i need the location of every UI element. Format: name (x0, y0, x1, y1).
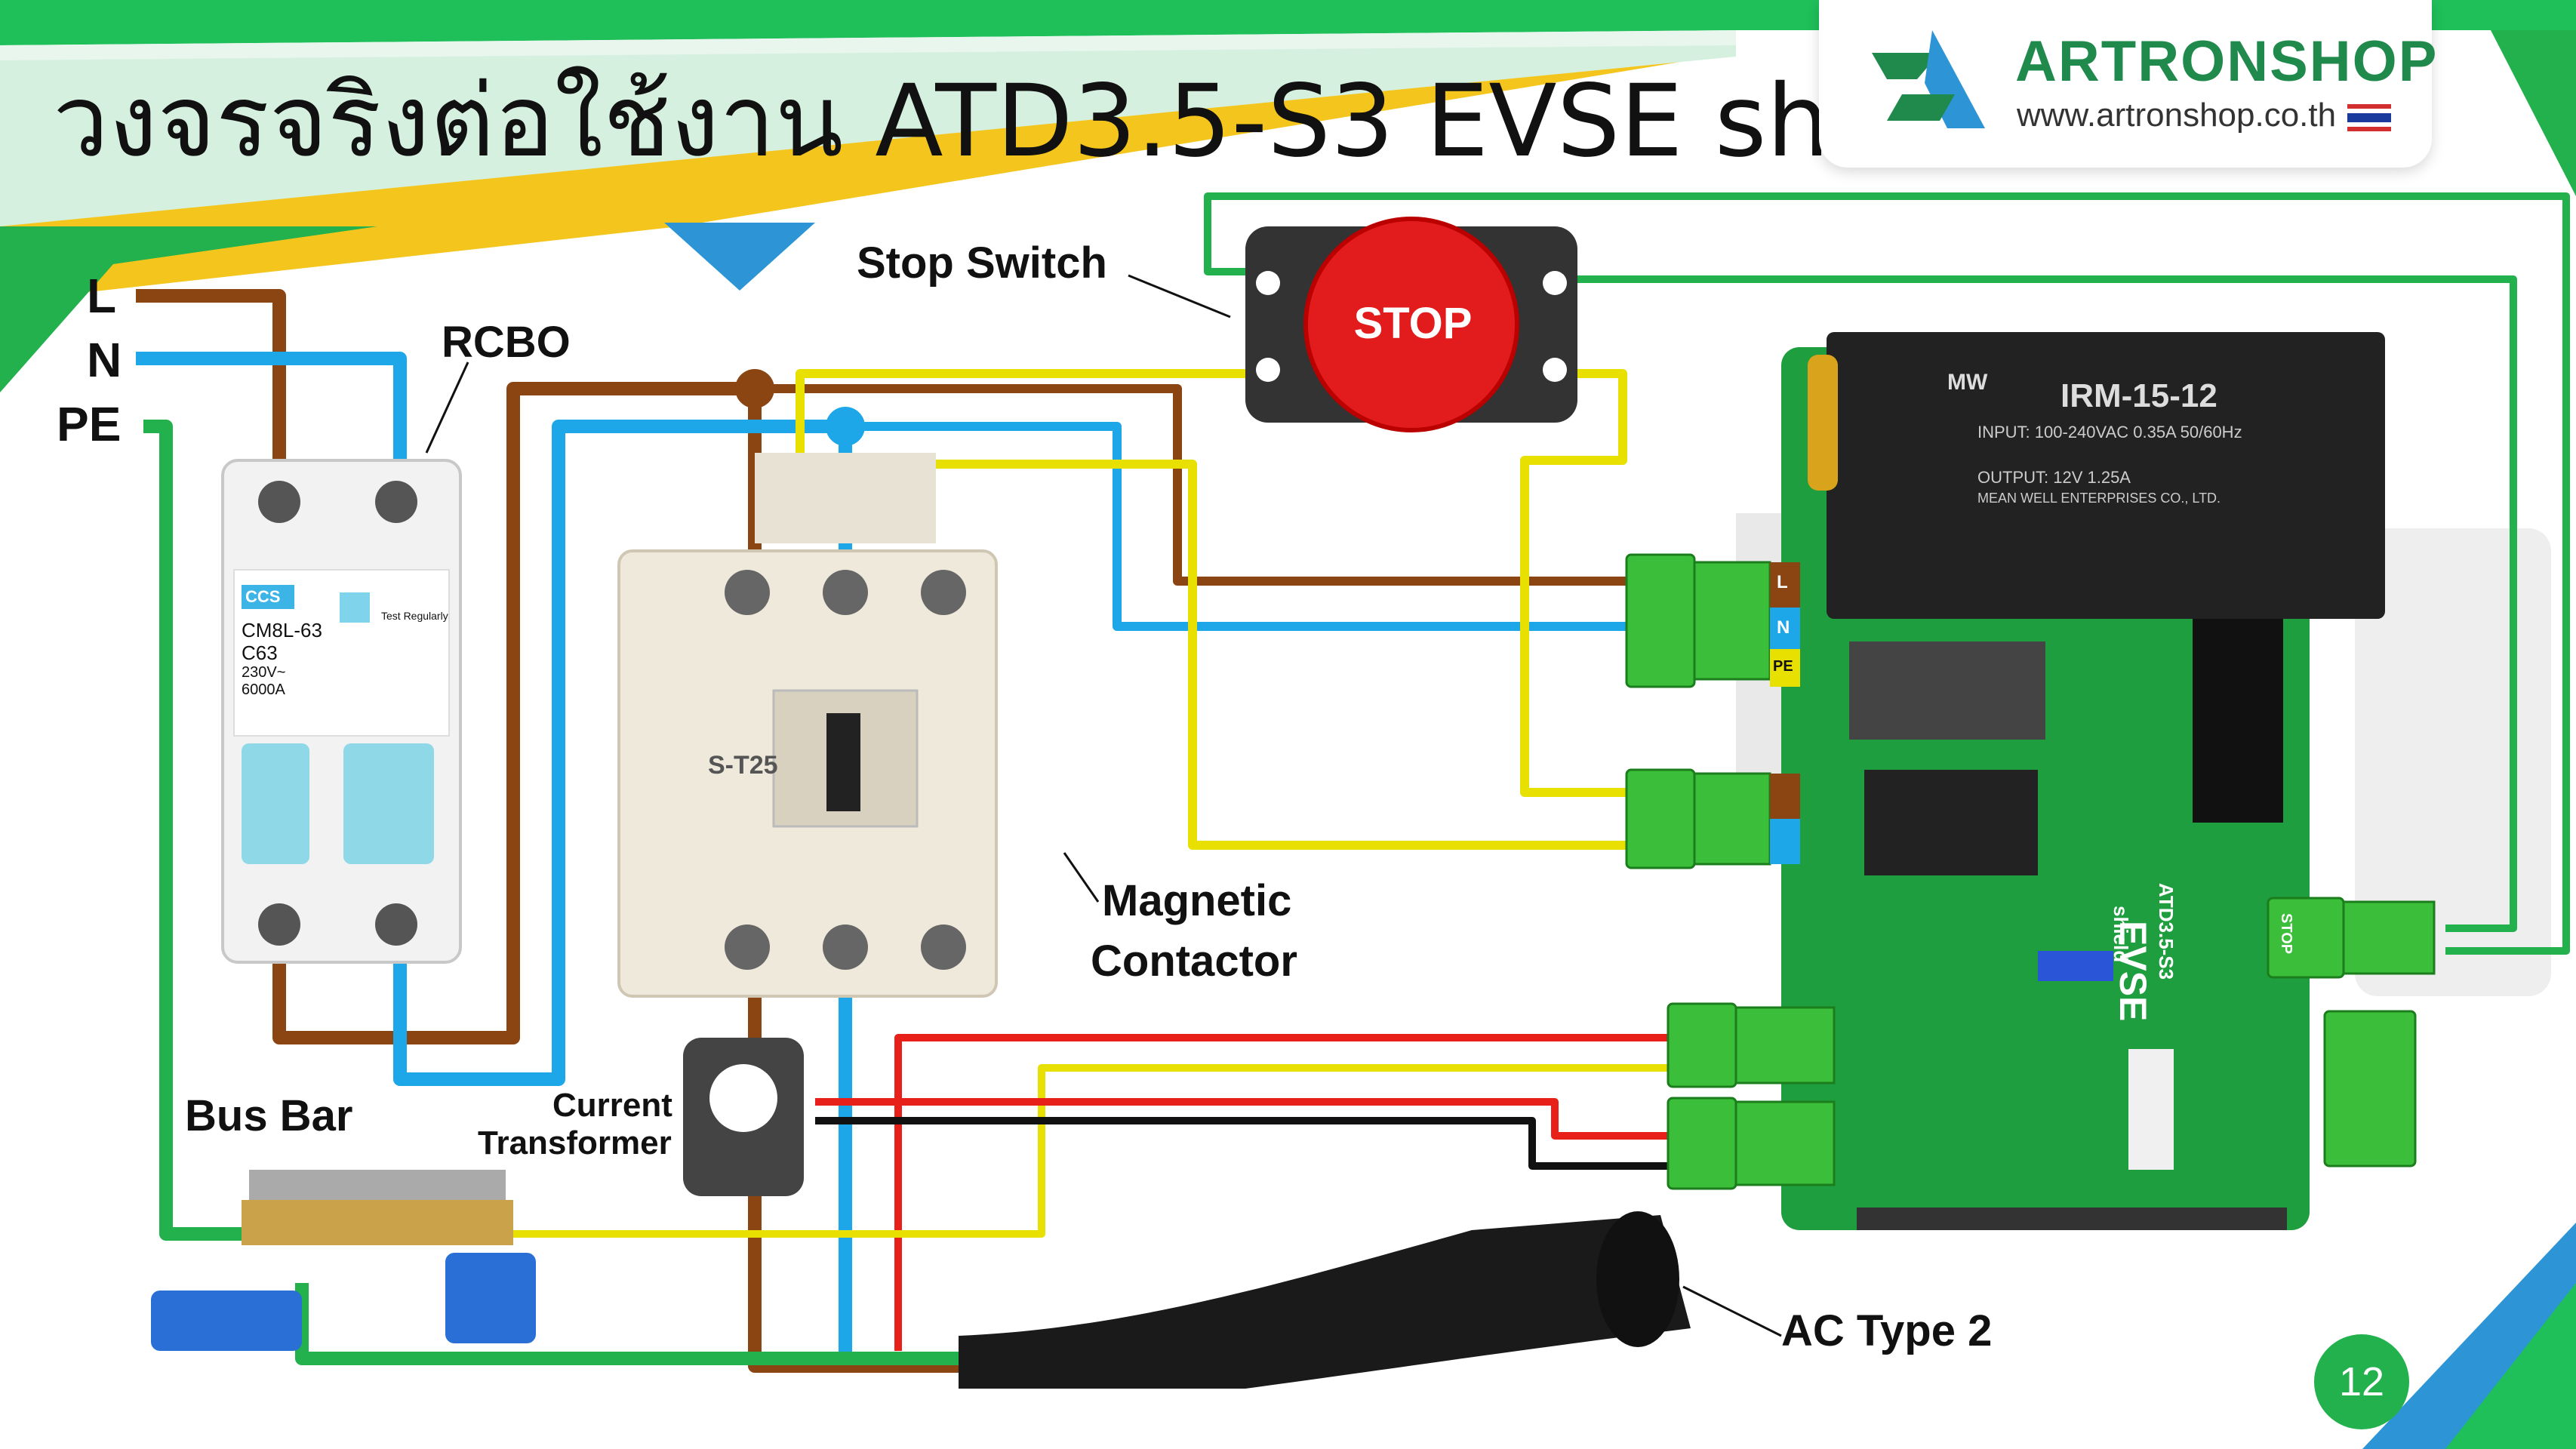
psu-output: OUTPUT: 12V 1.25A (1977, 468, 2131, 487)
stop-switch-label: Stop Switch (857, 238, 1107, 288)
magnetic-contactor-label-1: Magnetic (1102, 876, 1292, 925)
psu-model: IRM-15-12 (2060, 377, 2217, 414)
wire-ct-red (815, 1098, 1676, 1140)
board-model: ATD3.5-S3 (2155, 883, 2177, 980)
psu-maker: MEAN WELL ENTERPRISES CO., LTD. (1977, 491, 2221, 506)
stop-button-text: STOP (1353, 299, 1473, 348)
rcbo-rating: C63 (242, 641, 278, 664)
magnetic-contactor-label-2: Contactor (1091, 937, 1297, 986)
wires (136, 192, 2570, 1373)
junction-blue (826, 407, 865, 446)
stop-switch-device (1245, 217, 1577, 432)
board-subname: shield (2110, 906, 2132, 963)
rcbo-device (221, 459, 462, 964)
terminal-pe-label: PE (57, 397, 122, 451)
page-number: 12 (2314, 1334, 2409, 1429)
wire-ct-black (815, 1117, 1676, 1170)
wire-cp-pe (491, 1064, 1676, 1238)
wire-rcbo-out-blue (393, 420, 852, 1086)
wire-l-brown (136, 289, 286, 483)
wire-cp-red (894, 1034, 1676, 1351)
psu-brand: MW (1947, 370, 1988, 395)
bus-bar-device (151, 1170, 536, 1351)
artronshop-logo-icon (1872, 30, 1985, 128)
psu-input: INPUT: 100-240VAC 0.35A 50/60Hz (1977, 423, 2242, 441)
brand-url[interactable]: www.artronshop.co.th (2017, 97, 2337, 134)
wire-rcbo-out-brown (272, 382, 762, 1044)
wire-to-board-n (845, 422, 1630, 631)
board-terminal-pe: PE (1773, 658, 1793, 675)
evse-board (1736, 332, 2385, 1230)
rcbo-capacity: 6000A (242, 681, 285, 698)
wire-stop-green-1 (1204, 192, 2570, 955)
page-title: วงจรจริงต่อใช้งาน ATD3.5-S3 EVSE shield (53, 63, 2010, 180)
board-stop-label: STOP (2278, 913, 2294, 955)
rcbo-test-text: Test Regularly (381, 610, 448, 622)
pointer-lines (425, 274, 1782, 1337)
wire-pe-green (143, 420, 260, 1241)
ac-type2-plug (959, 1211, 1691, 1389)
terminal-n-label: N (87, 333, 122, 387)
wire-stop-yellow (1520, 369, 1630, 797)
ac-type2-label: AC Type 2 (1781, 1306, 1993, 1355)
current-transformer-label-1: Current (552, 1087, 672, 1124)
rcbo-voltage: 230V~ (242, 664, 286, 681)
board-terminal-l: L (1777, 572, 1788, 592)
rcbo-model: CM8L-63 (242, 619, 322, 641)
terminal-blocks (1625, 553, 2436, 1190)
board-terminal-n: N (1777, 617, 1790, 638)
bus-bar-label: Bus Bar (185, 1091, 353, 1140)
junction-brown (735, 369, 774, 408)
terminal-l-label: L (87, 269, 117, 323)
rcbo-label: RCBO (442, 318, 571, 367)
terminal-labels-bg (1770, 562, 1800, 864)
current-transformer-label-2: Transformer (478, 1124, 672, 1161)
wire-n-blue (136, 352, 407, 483)
contactor-model: S-T25 (708, 751, 778, 780)
current-transformer-device (683, 1038, 804, 1196)
brand-header: ARTRONSHOP www.artronshop.co.th (1819, 0, 2436, 168)
thai-flag-icon (2347, 104, 2391, 131)
wire-stop-green-2 (1577, 275, 2517, 932)
wire-to-board-l (755, 384, 1630, 586)
contactor-device (617, 453, 998, 998)
rcbo-brand: CCS (245, 587, 281, 606)
brand-name: ARTRONSHOP (2015, 29, 2439, 94)
